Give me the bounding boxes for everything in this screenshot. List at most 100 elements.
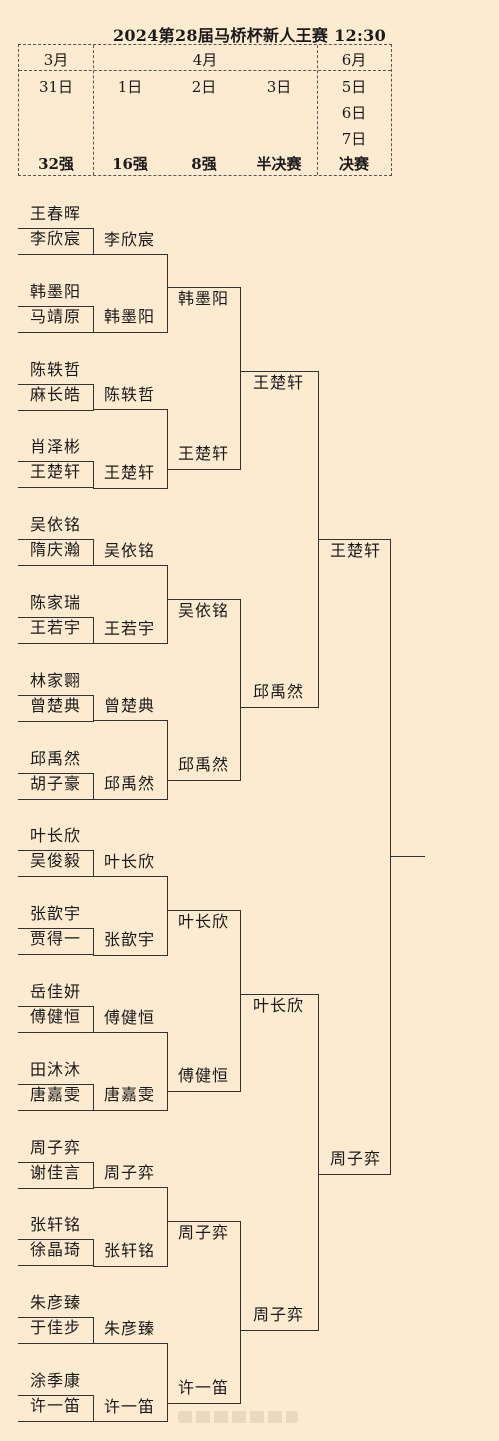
schedule-column-divider [317, 45, 318, 175]
quarterfinal-match-bracket [167, 598, 241, 782]
r32-player: 涂季康 [30, 1371, 82, 1390]
quarterfinal-player: 韩墨阳 [178, 289, 230, 309]
day-6: 6日 [341, 104, 367, 122]
semifinal-player: 邱禹然 [253, 682, 305, 702]
r16-player: 王若宇 [104, 618, 156, 638]
semifinal-player: 叶长欣 [253, 995, 305, 1015]
r16-player: 曾楚典 [104, 696, 156, 716]
r32-player: 朱彦臻 [30, 1293, 82, 1313]
r16-match-bracket [93, 720, 168, 801]
r16-match-bracket [93, 564, 168, 645]
champion-line [390, 856, 425, 857]
r32-player: 贾得一 [30, 929, 82, 949]
r32-player: 隋庆瀚 [30, 540, 82, 560]
semifinal-player: 周子弈 [253, 1304, 305, 1324]
r32-player: 张歆宇 [30, 904, 82, 924]
quarterfinal-player: 傅健恒 [178, 1066, 230, 1086]
semifinal-match-bracket [240, 371, 319, 709]
semifinal-match-bracket [240, 993, 319, 1331]
r32-match-bracket [18, 617, 94, 644]
r16-player: 李欣宸 [104, 229, 156, 249]
quarterfinal-match-bracket [167, 287, 241, 470]
r16-player: 叶长欣 [104, 851, 156, 871]
r32-player: 肖泽彬 [30, 437, 82, 457]
schedule-table: 3月 4月 6月 31日 1日 2日 3日 5日 6日 7日 32强 16强 8… [18, 44, 392, 176]
watermark [178, 1411, 298, 1423]
r32-match-bracket [18, 1083, 94, 1111]
quarterfinal-player: 叶长欣 [178, 911, 230, 931]
r32-match-bracket [18, 1317, 94, 1345]
semifinal-player: 王楚轩 [253, 373, 305, 393]
r16-player: 傅健恒 [104, 1007, 156, 1027]
quarterfinal-player: 王楚轩 [178, 444, 230, 463]
day-1: 1日 [117, 78, 143, 96]
day-5: 5日 [341, 78, 367, 96]
r32-player: 许一笛 [30, 1396, 82, 1415]
day-31: 31日 [38, 78, 74, 96]
schedule-column-divider [93, 45, 94, 175]
r32-match-bracket [18, 305, 94, 333]
r32-player: 李欣宸 [30, 229, 82, 248]
r16-player: 邱禹然 [104, 774, 156, 794]
r32-player: 周子弈 [30, 1137, 82, 1157]
round-final: 决赛 [338, 155, 369, 173]
r16-match-bracket [93, 409, 168, 489]
r32-player: 王若宇 [30, 618, 82, 637]
r16-match-bracket [93, 1187, 168, 1267]
r32-player: 陈轶哲 [30, 359, 82, 379]
finalist-player: 王楚轩 [330, 540, 382, 560]
r32-player: 马靖原 [30, 306, 82, 326]
final-match-bracket [318, 538, 391, 1176]
r32-player: 岳佳妍 [30, 982, 82, 1001]
r32-player: 于佳步 [30, 1318, 82, 1338]
r32-player: 张轩铭 [30, 1215, 82, 1235]
r32-player: 徐晶琦 [30, 1240, 82, 1260]
quarterfinal-match-bracket [167, 1221, 241, 1404]
quarterfinal-player: 许一笛 [178, 1377, 230, 1397]
r32-match-bracket [18, 1395, 94, 1422]
r16-player: 韩墨阳 [104, 307, 156, 327]
schedule-header-divider [19, 70, 391, 71]
r32-match-bracket [18, 1006, 94, 1033]
r32-match-bracket [18, 772, 94, 800]
quarterfinal-player: 周子弈 [178, 1223, 230, 1242]
r32-player: 胡子豪 [30, 773, 82, 793]
r16-player: 王楚轩 [104, 462, 156, 482]
r32-player: 王春晖 [30, 204, 82, 223]
r32-player: 韩墨阳 [30, 281, 82, 301]
round-8: 8强 [191, 155, 217, 173]
r32-player: 麻长皓 [30, 384, 82, 404]
r32-match-bracket [18, 694, 94, 722]
r32-match-bracket [18, 461, 94, 489]
quarterfinal-player: 吴依铭 [178, 600, 230, 620]
r32-player: 叶长欣 [30, 826, 82, 846]
r32-match-bracket [18, 1239, 94, 1267]
round-semifinal: 半决赛 [256, 155, 302, 173]
r16-match-bracket [93, 1031, 168, 1112]
r32-player: 吴依铭 [30, 515, 82, 535]
r16-player: 唐嘉雯 [104, 1085, 156, 1105]
r32-match-bracket [18, 1161, 94, 1189]
r32-player: 林家翾 [30, 670, 82, 690]
finalist-player: 周子弈 [330, 1149, 382, 1169]
r32-player: 谢佳言 [30, 1162, 82, 1182]
page-title: 2024第28届马桥杯新人王赛 12:30 [112, 26, 387, 45]
r32-player: 傅健恒 [30, 1007, 82, 1026]
r32-player: 王楚轩 [30, 462, 82, 482]
r16-match-bracket [93, 875, 168, 956]
r16-player: 张歆宇 [104, 929, 156, 949]
quarterfinal-player: 邱禹然 [178, 755, 230, 775]
r32-player: 陈家瑞 [30, 593, 82, 612]
r32-match-bracket [18, 850, 94, 878]
r16-match-bracket [93, 253, 168, 334]
r16-match-bracket [93, 1342, 168, 1423]
r32-match-bracket [18, 928, 94, 956]
day-3: 3日 [266, 78, 292, 96]
r32-match-bracket [18, 383, 94, 411]
month-april: 4月 [192, 51, 218, 69]
round-32: 32强 [38, 155, 74, 173]
r32-player: 曾楚典 [30, 695, 82, 715]
round-16: 16强 [112, 155, 148, 173]
r32-player: 田沐沐 [30, 1059, 82, 1079]
r32-player: 邱禹然 [30, 748, 82, 768]
